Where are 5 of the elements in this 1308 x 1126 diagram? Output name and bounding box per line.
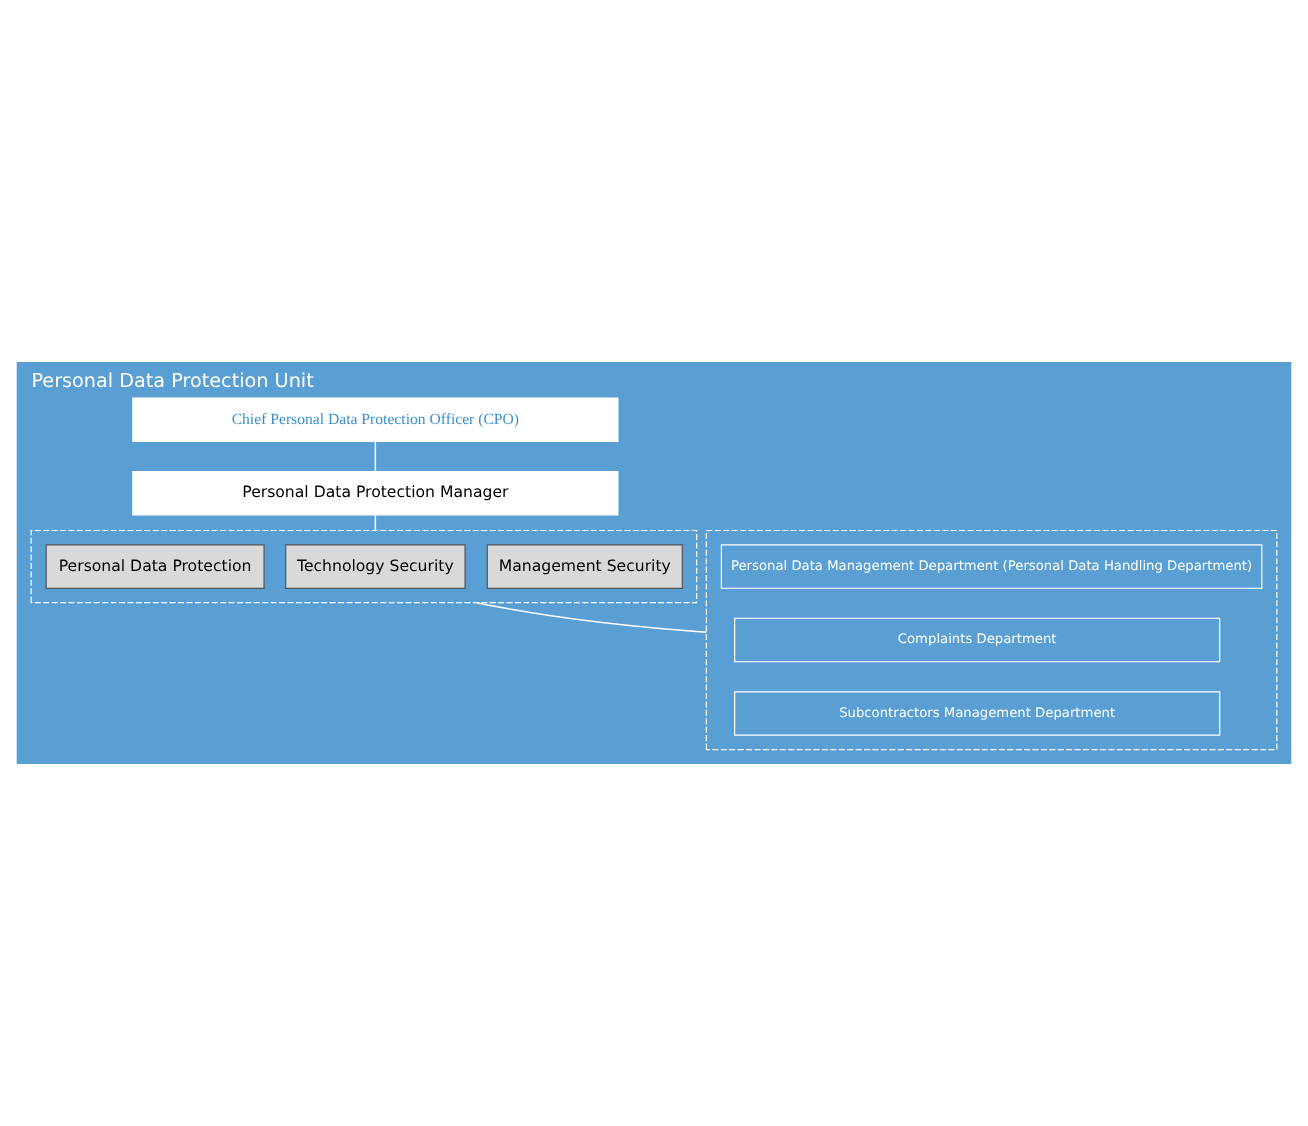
diagram-title: Personal Data Protection Unit [31,371,314,394]
cluster [705,529,1278,751]
connector [374,440,377,472]
connector [475,602,708,633]
cluster [30,529,698,604]
